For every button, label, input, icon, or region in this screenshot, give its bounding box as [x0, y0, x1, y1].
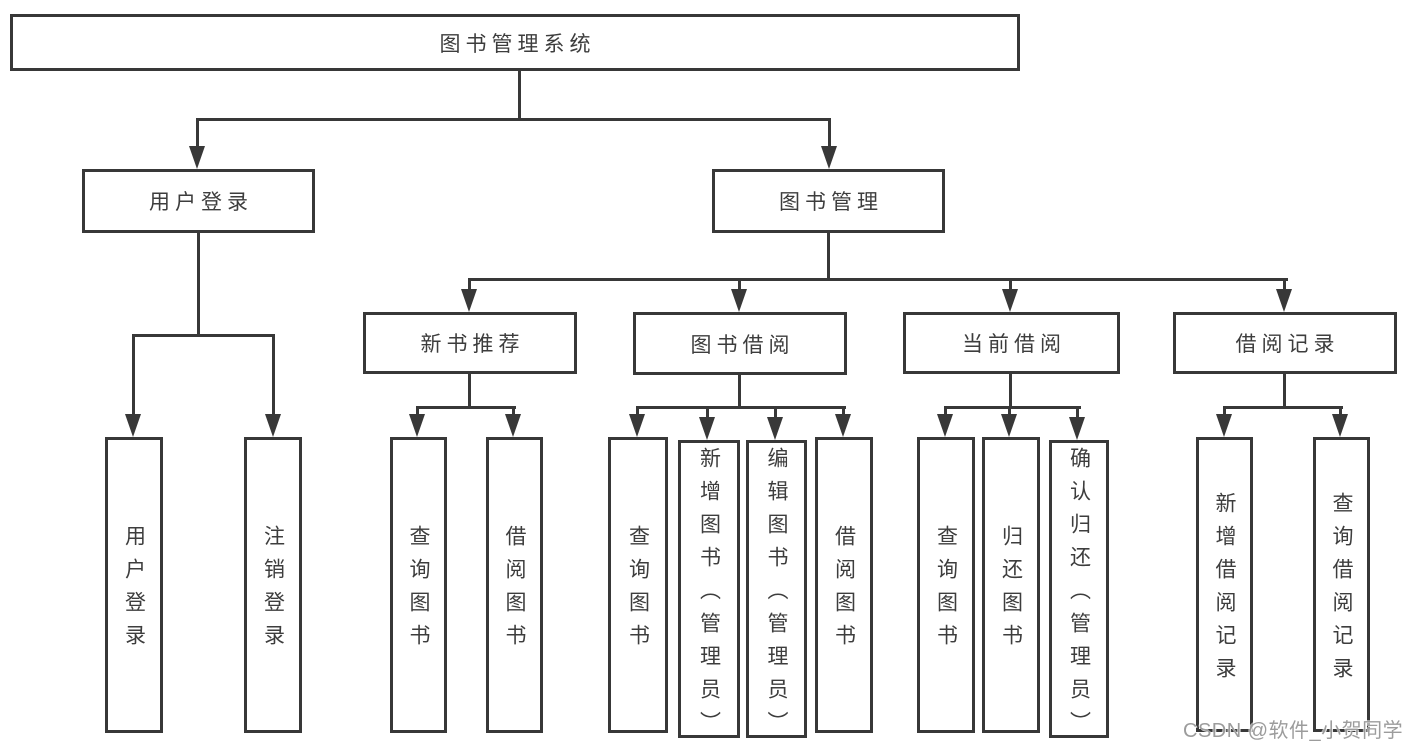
node-edit-books-admin: 编辑图书（管理员）	[746, 440, 807, 744]
node-add-borrow-record: 新增借阅记录	[1196, 437, 1253, 732]
node-borrow-books: 借阅图书	[486, 437, 543, 733]
connector-line	[738, 278, 741, 292]
node-label: 查询图书	[407, 525, 430, 657]
node-label: 新增借阅记录	[1213, 491, 1236, 690]
node-label: 用户登录	[122, 525, 146, 657]
connector-line	[468, 278, 471, 292]
connector-line	[1223, 406, 1343, 409]
connector-line	[196, 118, 199, 149]
node-label: 借阅图书	[503, 525, 526, 657]
node-query-books: 查询图书	[390, 437, 447, 733]
node-current-borrowing: 当前借阅	[903, 312, 1120, 374]
arrow-down-icon	[937, 414, 953, 437]
node-label: 图书管理系统	[439, 32, 596, 56]
node-label: 借阅记录	[1235, 333, 1340, 356]
node-query-books: 查询图书	[917, 437, 975, 733]
node-query-borrow-record: 查询借阅记录	[1313, 437, 1370, 732]
connector-line	[1076, 406, 1079, 419]
arrow-down-icon	[1216, 414, 1232, 437]
connector-line	[518, 71, 521, 120]
arrow-down-icon	[461, 289, 477, 312]
node-library-management-system: 图书管理系统	[10, 14, 1020, 71]
connector-line	[197, 233, 200, 337]
connector-line	[416, 406, 516, 409]
connector-line	[944, 406, 1081, 409]
node-label: 编辑图书（管理员）	[765, 446, 788, 744]
connector-line	[828, 118, 831, 149]
node-label: 用户登录	[149, 191, 253, 214]
node-borrow-books: 借阅图书	[815, 437, 873, 733]
node-confirm-return-admin: 确认归还（管理员）	[1049, 440, 1109, 744]
connector-line	[944, 406, 947, 417]
node-label: 注销登录	[261, 525, 285, 657]
connector-line	[842, 406, 845, 417]
arrow-down-icon	[125, 414, 141, 437]
node-label: 查询图书	[626, 525, 650, 657]
connector-line	[827, 233, 830, 280]
connector-line	[1339, 406, 1342, 417]
arrow-down-icon	[835, 414, 851, 437]
arrow-down-icon	[1001, 414, 1017, 437]
connector-line	[636, 406, 639, 417]
node-book-management-module: 图书管理	[712, 169, 945, 233]
arrow-down-icon	[699, 417, 715, 440]
connector-line	[1223, 406, 1226, 417]
node-label: 查询借阅记录	[1330, 491, 1353, 690]
node-user-login-module: 用户登录	[82, 169, 315, 233]
node-label: 图书管理	[779, 191, 883, 214]
connector-line	[1283, 374, 1286, 409]
connector-line	[196, 118, 831, 121]
arrow-down-icon	[1069, 417, 1085, 440]
connector-line	[1008, 406, 1011, 417]
arrow-down-icon	[505, 414, 521, 437]
arrow-down-icon	[1002, 289, 1018, 312]
node-label: 归还图书	[999, 525, 1023, 657]
connector-line	[272, 334, 275, 416]
csdn-watermark: CSDN @软件_小贺同学	[1183, 720, 1404, 742]
connector-line	[774, 406, 777, 419]
node-add-books-admin: 新增图书（管理员）	[678, 440, 740, 744]
node-logout: 注销登录	[244, 437, 302, 733]
node-label: 新增图书（管理员）	[697, 446, 721, 744]
connector-line	[416, 406, 419, 417]
arrow-down-icon	[821, 146, 837, 169]
connector-line	[132, 334, 275, 337]
connector-line	[1009, 374, 1012, 409]
arrow-down-icon	[189, 146, 205, 169]
node-label: 查询图书	[934, 525, 958, 657]
arrow-down-icon	[629, 414, 645, 437]
node-book-borrowing: 图书借阅	[633, 312, 847, 375]
node-return-books: 归还图书	[982, 437, 1040, 733]
node-label: 借阅图书	[832, 525, 856, 657]
connector-line	[468, 374, 471, 409]
node-label: 新书推荐	[420, 333, 525, 356]
connector-line	[1283, 278, 1286, 292]
node-query-books: 查询图书	[608, 437, 668, 733]
node-user-login: 用户登录	[105, 437, 163, 733]
connector-line	[1009, 278, 1012, 292]
node-label: 图书借阅	[690, 333, 795, 357]
connector-line	[132, 334, 135, 416]
connector-line	[468, 278, 1288, 281]
arrow-down-icon	[265, 414, 281, 437]
arrow-down-icon	[731, 289, 747, 312]
arrow-down-icon	[767, 417, 783, 440]
connector-line	[738, 375, 741, 409]
node-borrowing-records: 借阅记录	[1173, 312, 1397, 374]
connector-line	[512, 406, 515, 417]
connector-line	[636, 406, 846, 409]
node-new-book-recommendation: 新书推荐	[363, 312, 577, 374]
connector-line	[706, 406, 709, 419]
node-label: 当前借阅	[962, 333, 1066, 356]
arrow-down-icon	[409, 414, 425, 437]
arrow-down-icon	[1276, 289, 1292, 312]
node-label: 确认归还（管理员）	[1067, 446, 1091, 744]
arrow-down-icon	[1332, 414, 1348, 437]
